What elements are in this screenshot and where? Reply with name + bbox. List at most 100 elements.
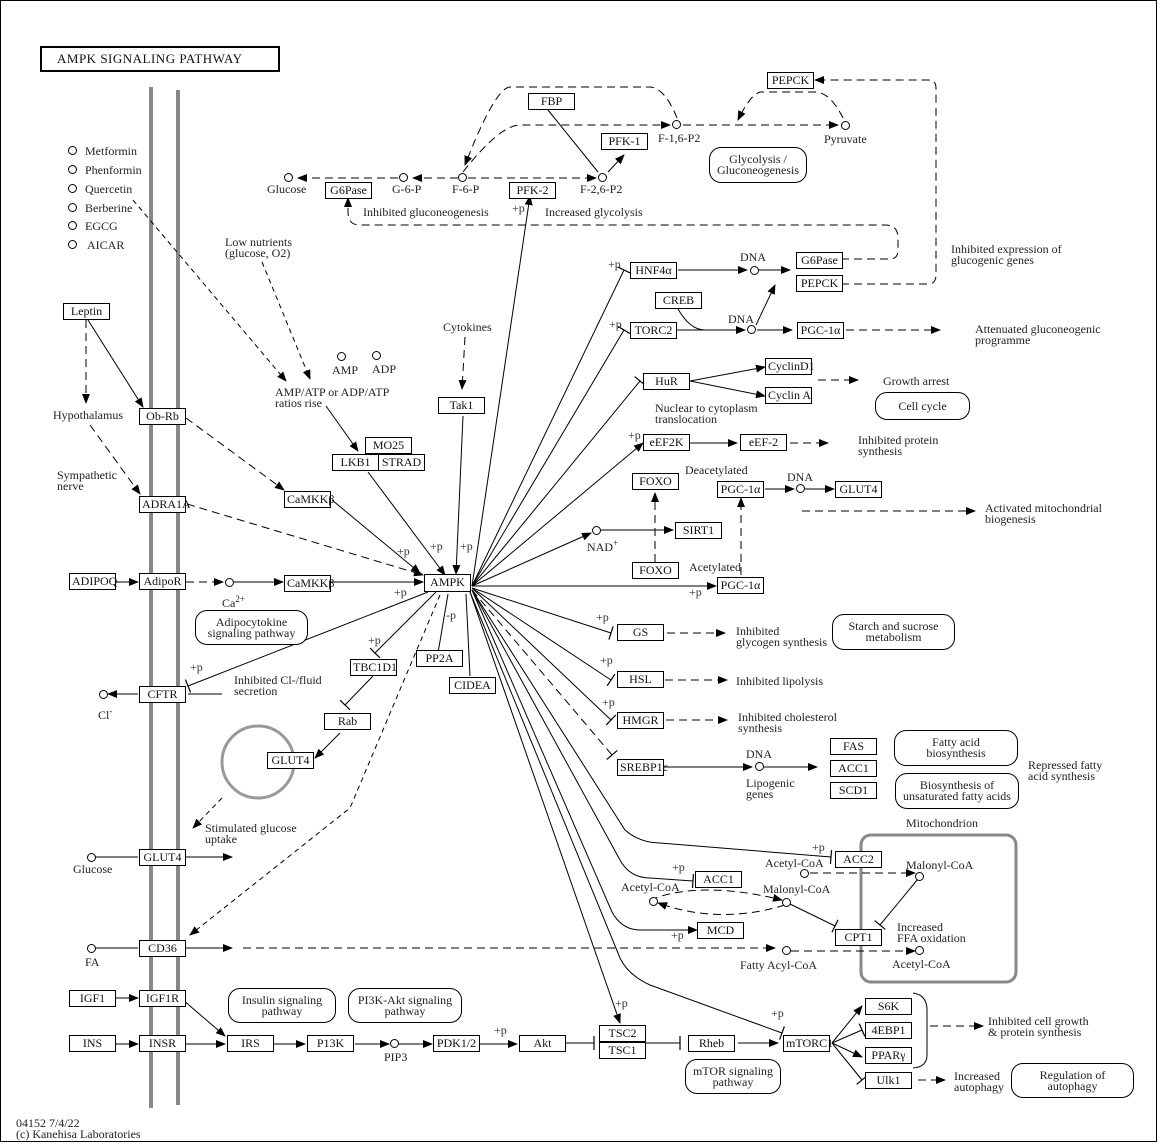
- gene-glut4-vesicle[interactable]: GLUT4: [267, 752, 314, 769]
- compound-fattyacylcoa[interactable]: [782, 946, 791, 955]
- gene-igf1r[interactable]: IGF1R: [139, 990, 186, 1007]
- compound-cl[interactable]: [99, 690, 108, 699]
- gene-acc1[interactable]: ACC1: [695, 871, 742, 888]
- compound-pip3[interactable]: [390, 1039, 399, 1048]
- gene-hnf4a[interactable]: HNF4α: [630, 262, 677, 279]
- gene-g6pase-top[interactable]: G6Pase: [325, 182, 372, 199]
- gene-srebp1c[interactable]: SREBP1c: [617, 759, 668, 776]
- compound-aicar[interactable]: [68, 240, 77, 249]
- gene-cd36[interactable]: CD36: [139, 940, 186, 957]
- gene-adipoq[interactable]: ADIPOQ: [69, 573, 117, 590]
- compound-metformin[interactable]: [68, 146, 77, 155]
- gene-cyclina[interactable]: Cyclin A: [765, 387, 812, 404]
- gene-eef2[interactable]: eEF-2: [740, 434, 787, 451]
- map-pi3k-akt[interactable]: PI3K-Akt signaling pathway: [348, 988, 462, 1023]
- compound-berberine[interactable]: [68, 203, 77, 212]
- gene-glut4-nuclear[interactable]: GLUT4: [835, 481, 882, 498]
- gene-fas[interactable]: FAS: [830, 738, 877, 755]
- compound-adp[interactable]: [372, 351, 381, 360]
- gene-eef2k[interactable]: eEF2K: [643, 434, 690, 451]
- compound-acetylcoa-1[interactable]: [800, 869, 809, 878]
- compound-dna-1[interactable]: [750, 266, 759, 275]
- gene-creb[interactable]: CREB: [655, 292, 702, 309]
- compound-malonylcoa-2[interactable]: [782, 898, 791, 907]
- gene-ppary[interactable]: PPARγ: [865, 1047, 912, 1064]
- gene-acc1-lipogenic[interactable]: ACC1: [830, 760, 877, 777]
- compound-f26p2[interactable]: [598, 173, 607, 182]
- gene-camkkb-2[interactable]: CaMKKβ: [284, 575, 334, 592]
- gene-rab[interactable]: Rab: [324, 713, 371, 730]
- gene-gs[interactable]: GS: [617, 624, 664, 641]
- gene-acc2[interactable]: ACC2: [835, 851, 882, 868]
- compound-dna-3[interactable]: [796, 484, 805, 493]
- gene-strad[interactable]: STRAD: [378, 454, 425, 471]
- gene-obrb[interactable]: Ob-Rb: [139, 408, 186, 425]
- compound-nad[interactable]: [592, 526, 601, 535]
- drug-label[interactable]: Metformin: [85, 144, 137, 158]
- gene-adipor[interactable]: AdipoR: [139, 573, 186, 590]
- gene-cpt1[interactable]: CPT1: [835, 929, 882, 946]
- map-mtor[interactable]: mTOR signaling pathway: [685, 1059, 781, 1094]
- gene-tak1[interactable]: Tak1: [438, 397, 485, 414]
- gene-rheb[interactable]: Rheb: [688, 1035, 735, 1052]
- map-fatty-acid-biosynthesis[interactable]: Fatty acid biosynthesis: [894, 730, 1018, 766]
- gene-foxo-2[interactable]: FOXO: [632, 562, 679, 579]
- gene-pgc1a-1[interactable]: PGC-1α: [797, 322, 844, 339]
- compound-dna-4[interactable]: [755, 762, 764, 771]
- gene-tbc1d1[interactable]: TBC1D1: [350, 659, 397, 676]
- gene-pfk2[interactable]: PFK-2: [509, 182, 556, 199]
- compound-malonylcoa-1[interactable]: [915, 872, 924, 881]
- map-cell-cycle[interactable]: Cell cycle: [875, 392, 970, 420]
- compound-g6p[interactable]: [399, 173, 408, 182]
- gene-ampk[interactable]: AMPK: [424, 574, 471, 592]
- map-adipocytokine[interactable]: Adipocytokine signaling pathway: [195, 610, 308, 645]
- gene-insr[interactable]: INSR: [139, 1035, 186, 1052]
- gene-scd1[interactable]: SCD1: [830, 782, 877, 799]
- compound-quercetin[interactable]: [68, 184, 77, 193]
- gene-pepck[interactable]: PEPCK: [796, 275, 843, 292]
- compound-dna-2[interactable]: [747, 325, 756, 334]
- gene-adra1a[interactable]: ADRA1A: [139, 496, 191, 513]
- compound-glucose[interactable]: [87, 853, 96, 862]
- gene-cftr[interactable]: CFTR: [139, 686, 186, 703]
- gene-s6k[interactable]: S6K: [865, 998, 912, 1015]
- gene-leptin[interactable]: Leptin: [63, 303, 110, 320]
- compound-f6p[interactable]: [458, 173, 467, 182]
- gene-cyclind1[interactable]: CyclinD1: [765, 358, 815, 375]
- gene-hsl[interactable]: HSL: [617, 671, 664, 688]
- compound-acetylcoa-2[interactable]: [649, 897, 658, 906]
- compound-fa[interactable]: [87, 944, 96, 953]
- gene-camkkb-1[interactable]: CaMKKβ: [284, 491, 334, 508]
- drug-label[interactable]: Berberine: [85, 201, 133, 215]
- gene-pfk1[interactable]: PFK-1: [601, 133, 648, 150]
- drug-label[interactable]: Phenformin: [85, 163, 142, 177]
- gene-mtorc1[interactable]: mTORC1: [783, 1035, 833, 1052]
- map-autophagy[interactable]: Regulation of autophagy: [1011, 1063, 1134, 1098]
- gene-pgc1a-3[interactable]: PGC-1α: [717, 577, 764, 594]
- gene-cidea[interactable]: CIDEA: [449, 677, 496, 694]
- gene-lkb1[interactable]: LKB1: [332, 454, 379, 471]
- compound-amp[interactable]: [337, 352, 346, 361]
- gene-mcd[interactable]: MCD: [697, 922, 744, 939]
- gene-torc2[interactable]: TORC2: [630, 322, 677, 339]
- gene-pi3k[interactable]: P13K: [307, 1035, 354, 1052]
- gene-pdk12[interactable]: PDK1/2: [433, 1035, 480, 1052]
- gene-ins[interactable]: INS: [69, 1035, 116, 1052]
- map-insulin[interactable]: Insulin signaling pathway: [228, 988, 336, 1023]
- compound-phenformin[interactable]: [68, 165, 77, 174]
- gene-pp2a[interactable]: PP2A: [416, 650, 463, 667]
- gene-glut4-membrane[interactable]: GLUT4: [139, 849, 186, 866]
- gene-4ebp1[interactable]: 4EBP1: [865, 1022, 912, 1039]
- compound-pyruvate[interactable]: [841, 121, 850, 130]
- gene-igf1[interactable]: IGF1: [69, 990, 116, 1007]
- gene-fbp[interactable]: FBP: [528, 93, 575, 110]
- gene-g6pase[interactable]: G6Pase: [796, 252, 843, 269]
- compound-glucose-top[interactable]: [284, 173, 293, 182]
- gene-mo25[interactable]: MO25: [365, 437, 412, 454]
- gene-ulk1[interactable]: Ulk1: [865, 1072, 912, 1089]
- compound-egcg[interactable]: [68, 221, 77, 230]
- gene-akt[interactable]: Akt: [519, 1035, 566, 1052]
- gene-hmgr[interactable]: HMGR: [617, 712, 664, 729]
- gene-tsc1[interactable]: TSC1: [599, 1042, 646, 1059]
- gene-pepck-top[interactable]: PEPCK: [767, 72, 814, 89]
